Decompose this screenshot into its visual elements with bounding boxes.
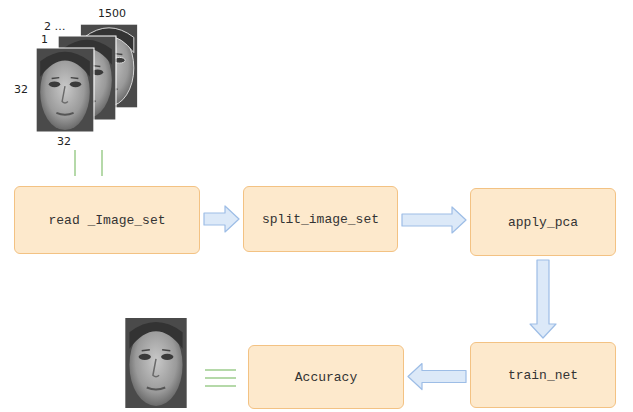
block-arrow xyxy=(204,206,239,232)
block-arrow xyxy=(402,207,466,233)
result-face xyxy=(125,318,186,408)
box-label: apply_pca xyxy=(502,215,584,230)
box-label: split_image_set xyxy=(256,212,385,227)
dimension-label: 32 xyxy=(14,84,28,96)
dimension-label: 32 xyxy=(57,136,71,148)
face-stack xyxy=(36,24,138,132)
box-label: train_net xyxy=(502,368,584,383)
dimension-label: 1 xyxy=(41,34,48,46)
green-double-line xyxy=(75,150,102,176)
process-box: Accuracy xyxy=(248,345,404,409)
block-arrow xyxy=(408,364,466,390)
dimension-label: 1500 xyxy=(98,8,126,20)
box-label: Accuracy xyxy=(289,370,363,385)
block-arrow xyxy=(530,260,556,338)
process-box: split_image_set xyxy=(243,186,398,252)
dimension-label: 2 … xyxy=(44,21,66,33)
box-label: read _Image_set xyxy=(42,213,171,228)
green-equals xyxy=(205,370,236,386)
process-box: train_net xyxy=(470,342,616,408)
process-box: apply_pca xyxy=(470,188,616,256)
process-box: read _Image_set xyxy=(14,186,200,254)
